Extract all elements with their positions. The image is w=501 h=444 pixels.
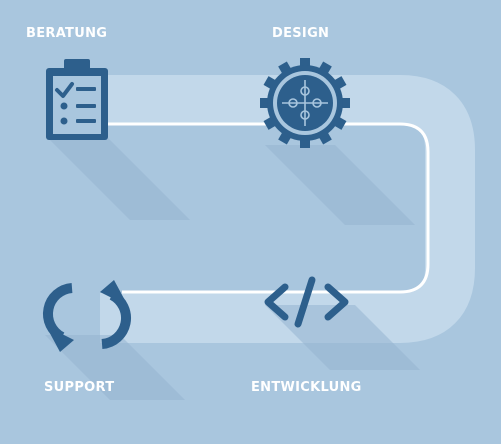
process-flow-line bbox=[108, 122, 430, 294]
icon-shadows bbox=[45, 138, 420, 400]
gear-tooth bbox=[300, 136, 310, 148]
gear-puzzle-icon bbox=[260, 58, 350, 148]
step-label-beratung: BERATUNG bbox=[26, 26, 108, 41]
step-label-design: DESIGN bbox=[272, 26, 330, 41]
refresh-arrows-icon bbox=[43, 280, 131, 352]
clipboard-checklist-icon bbox=[46, 59, 108, 140]
gear-tooth bbox=[300, 58, 310, 70]
step-label-entwicklung: ENTWICKLUNG bbox=[251, 380, 362, 395]
code-brackets-icon bbox=[264, 276, 349, 328]
process-track bbox=[100, 75, 475, 343]
step-label-support: SUPPORT bbox=[44, 380, 115, 395]
